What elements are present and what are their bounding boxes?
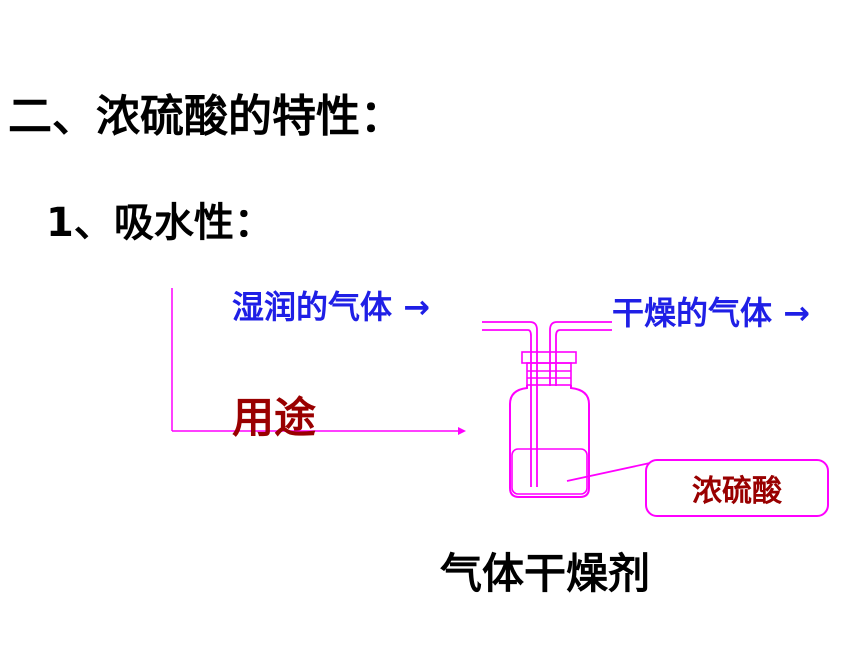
inlet-tube bbox=[482, 321, 538, 487]
page-heading: 二、浓硫酸的特性： bbox=[8, 91, 404, 142]
arrow-head bbox=[458, 427, 466, 435]
label-pointer bbox=[566, 462, 651, 482]
usage-label: 用途 bbox=[232, 393, 317, 442]
stopper bbox=[521, 351, 577, 386]
section-heading: 1、吸水性： bbox=[46, 200, 274, 246]
usage-bracket-arrow bbox=[171, 288, 462, 432]
acid-label-box: 浓硫酸 bbox=[645, 459, 829, 517]
caption-drying-agent: 气体干燥剂 bbox=[440, 549, 651, 598]
outlet-gas-label: 干燥的气体 → bbox=[612, 294, 810, 332]
inlet-gas-label: 湿润的气体 → bbox=[232, 288, 430, 326]
bottle bbox=[509, 385, 590, 498]
outlet-tube bbox=[549, 321, 612, 386]
acid-liquid bbox=[511, 448, 588, 495]
